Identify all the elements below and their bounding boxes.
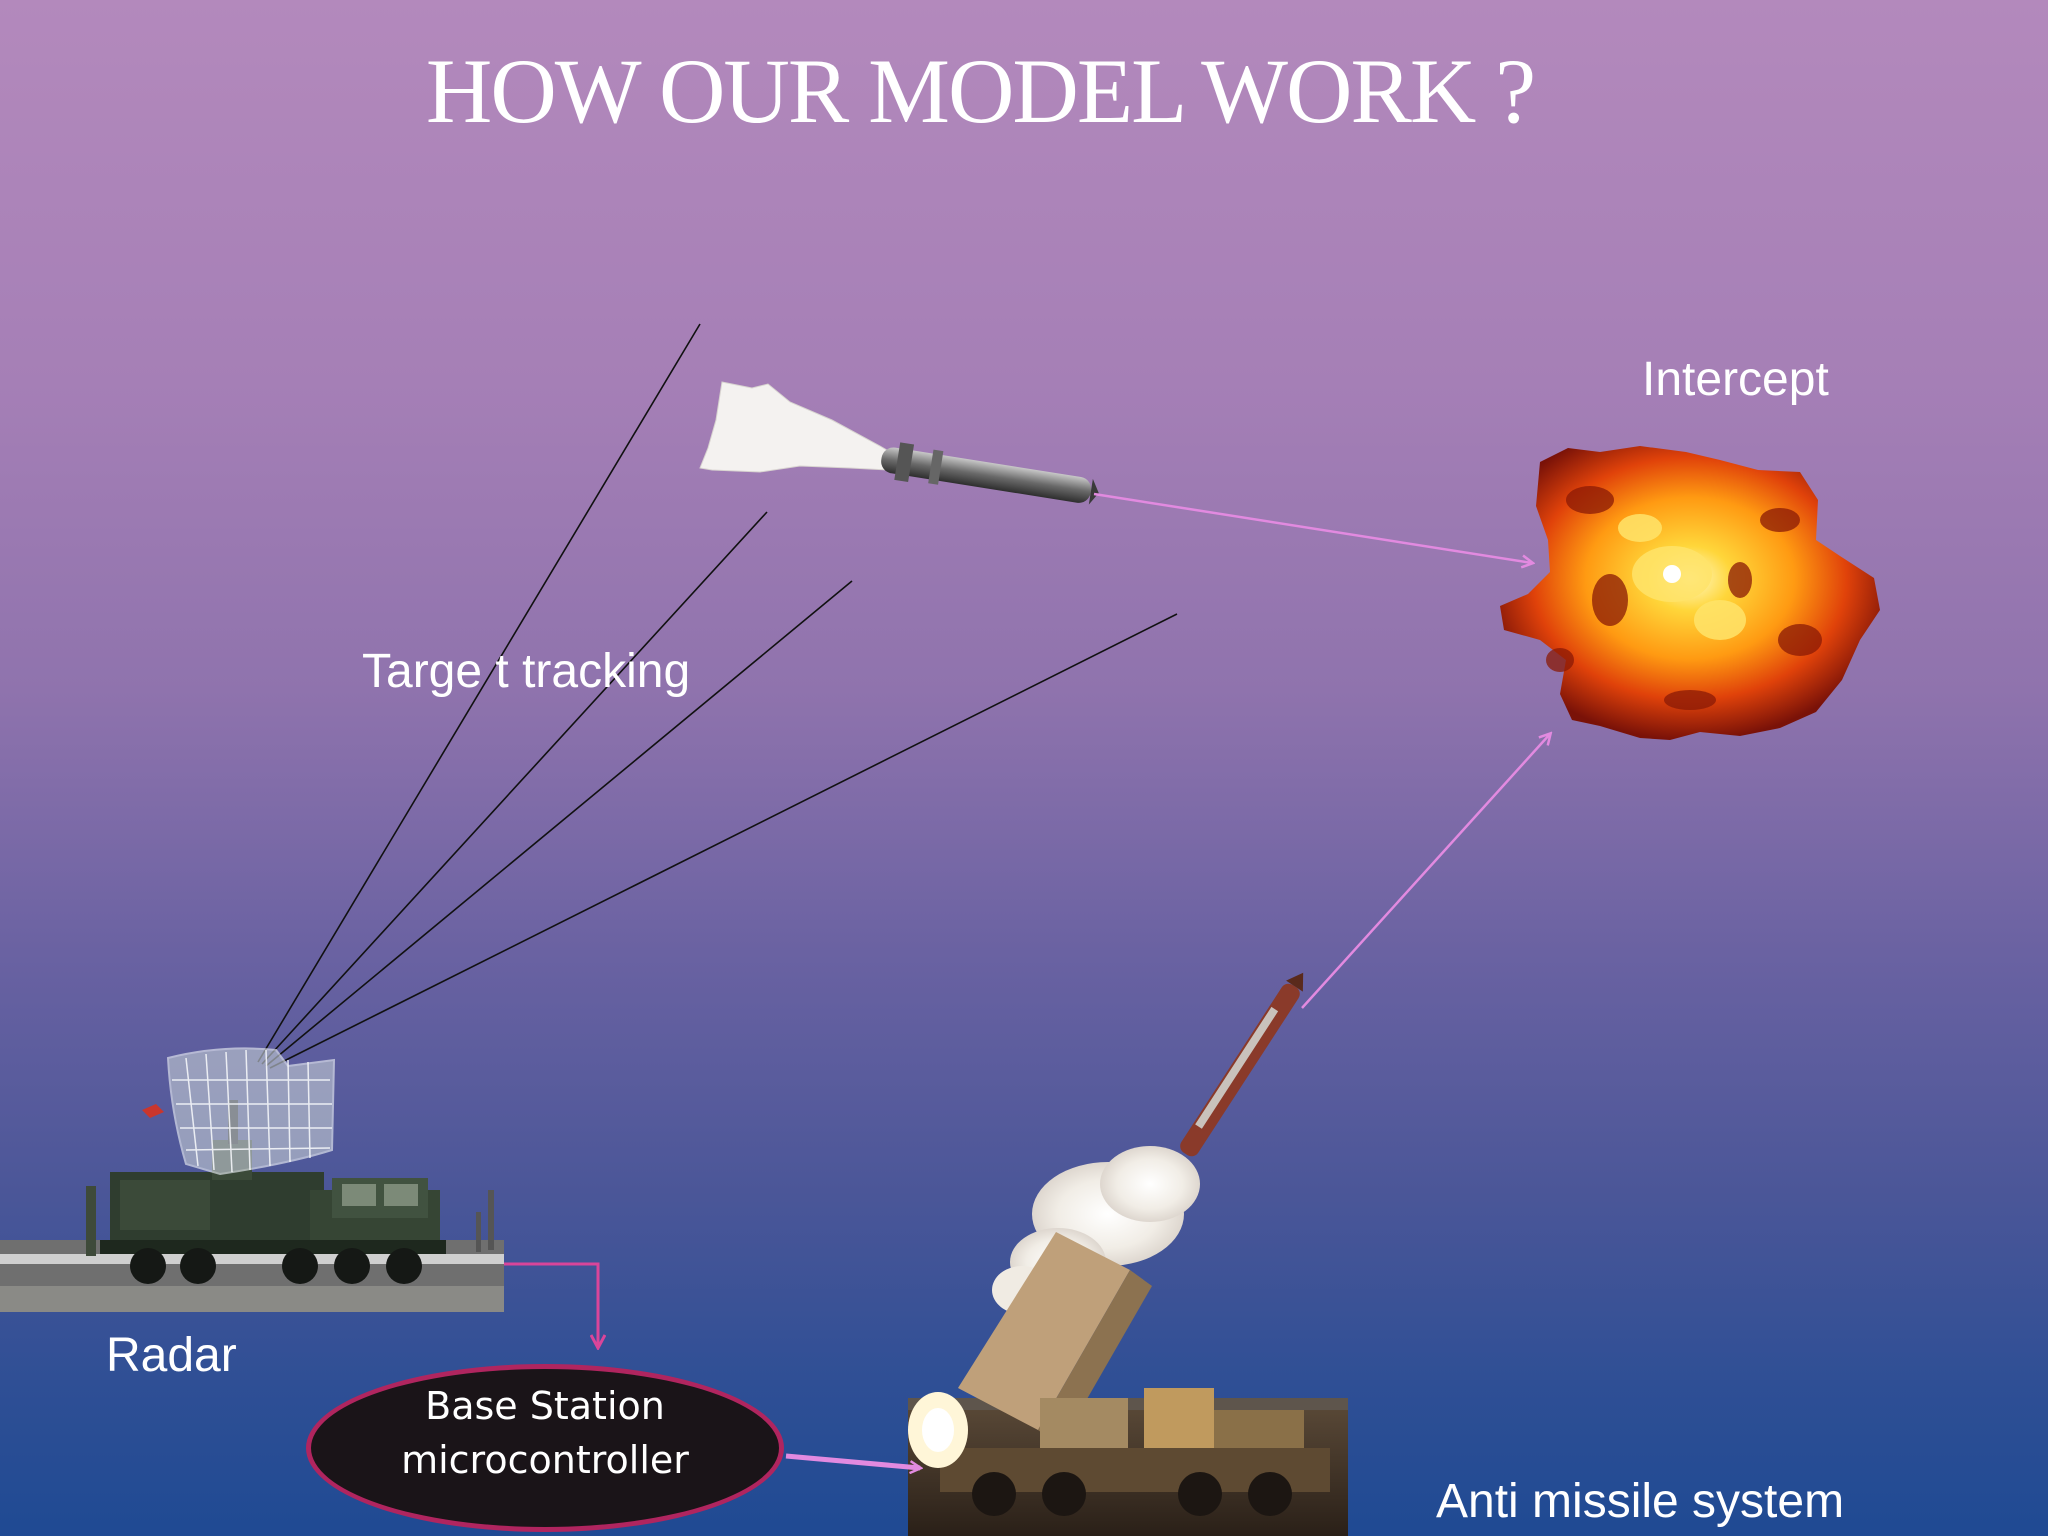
arrow-base-to-launcher <box>785 1453 920 1468</box>
explosion-intercept <box>1500 446 1880 740</box>
tracking-beams <box>257 323 1178 1069</box>
missile-exhaust-plume <box>699 381 901 473</box>
intercept-label: Intercept <box>1642 353 1829 406</box>
arrow-launcher-to-intercept <box>1301 734 1550 1009</box>
target-tracking-label: Targe t tracking <box>362 645 691 698</box>
incoming-missile <box>699 381 1099 505</box>
microcontroller-label: microcontroller <box>401 1438 689 1482</box>
tracking-beam <box>265 580 853 1067</box>
connector-radar-to-base <box>504 1262 598 1346</box>
anti-missile-launcher <box>908 972 1348 1536</box>
tracking-beam <box>269 613 1178 1069</box>
base-station-node: Base Station microcontroller <box>306 1364 784 1532</box>
radar-truck <box>0 1047 504 1312</box>
tracking-beam <box>261 511 768 1065</box>
radar-label: Radar <box>106 1329 237 1382</box>
base-station-label: Base Station <box>425 1384 665 1428</box>
slide-title: HOW OUR MODEL WORK ? <box>425 40 1536 142</box>
anti-missile-system-label: Anti missile system <box>1436 1475 1845 1528</box>
arrow-missile-to-intercept <box>1093 492 1532 563</box>
tracking-beam <box>257 323 701 1063</box>
